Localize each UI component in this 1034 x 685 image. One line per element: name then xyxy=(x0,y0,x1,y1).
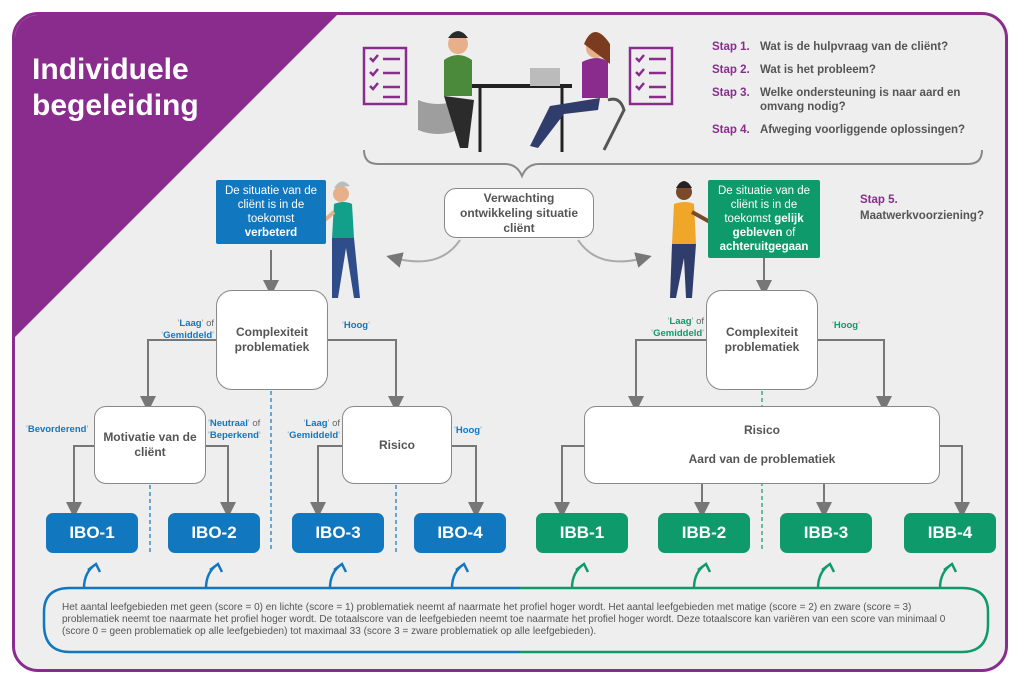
situation-same-or-worse-box: De situatie van de cliënt is in de toeko… xyxy=(708,180,820,258)
outcome-ibo-1: IBO-1 xyxy=(46,513,138,553)
risk-box-right: Risico Aard van de problematiek xyxy=(584,406,940,484)
step-5: Stap 5. Maatwerkvoorziening? xyxy=(860,194,984,222)
diagram-frame xyxy=(12,12,1008,672)
outcome-ibb-4: IBB-4 xyxy=(904,513,996,553)
feedback-loop-green xyxy=(520,586,990,654)
checklist-icon xyxy=(362,46,408,106)
outcome-ibb-2: IBB-2 xyxy=(658,513,750,553)
step-item: Stap 3.Welke ondersteuning is naar aard … xyxy=(712,87,961,113)
title-corner-shape xyxy=(15,15,337,337)
outcome-ibo-4: IBO-4 xyxy=(414,513,506,553)
outcome-ibo-2: IBO-2 xyxy=(168,513,260,553)
expectation-box: Verwachting ontwikkeling situatie cliënt xyxy=(444,188,594,238)
outcome-ibb-3: IBB-3 xyxy=(780,513,872,553)
label-bevorderend: 'Bevorderend' xyxy=(26,424,89,435)
risk-box-left: Risico xyxy=(342,406,452,484)
step-item: Stap 2.Wat is het probleem? xyxy=(712,64,876,76)
label-neutraal-beperkend: 'Neutraal' of 'Beperkend' xyxy=(208,418,261,441)
outcome-ibb-1: IBB-1 xyxy=(536,513,628,553)
person-illustration-right xyxy=(670,181,711,298)
step-item: Stap 1.Wat is de hulpvraag van de cliënt… xyxy=(712,41,949,53)
label-low-medium-right: 'Laag' of 'Gemiddeld' xyxy=(651,316,704,339)
meeting-illustration xyxy=(418,31,626,152)
checklist-icon xyxy=(628,46,674,106)
step-item: Stap 4.Afweging voorliggende oplossingen… xyxy=(712,124,966,136)
steps-list: Stap 1.Wat is de hulpvraag van de cliënt… xyxy=(712,40,1002,146)
page-title: Individuele begeleiding xyxy=(32,53,199,122)
label-high-left: 'Hoog' xyxy=(342,320,370,331)
person-illustration-left xyxy=(316,181,360,298)
complexity-box-right: Complexiteit problematiek xyxy=(706,290,818,390)
label-low-medium-left: 'Laag' of 'Gemiddeld' xyxy=(161,318,214,341)
footnote-text: Het aantal leefgebieden met geen (score … xyxy=(62,602,946,637)
complexity-box-left: Complexiteit problematiek xyxy=(216,290,328,390)
label-low-medium-risk: 'Laag' of 'Gemiddeld' xyxy=(287,418,340,441)
motivation-box: Motivatie van de cliënt xyxy=(94,406,206,484)
feedback-loop-blue xyxy=(42,586,520,654)
outcome-ibo-3: IBO-3 xyxy=(292,513,384,553)
label-high-right: 'Hoog' xyxy=(832,320,860,331)
situation-improved-box: De situatie van de cliënt is in de toeko… xyxy=(216,180,326,244)
label-high-risk: 'Hoog' xyxy=(454,425,482,436)
brace-line xyxy=(363,149,983,179)
